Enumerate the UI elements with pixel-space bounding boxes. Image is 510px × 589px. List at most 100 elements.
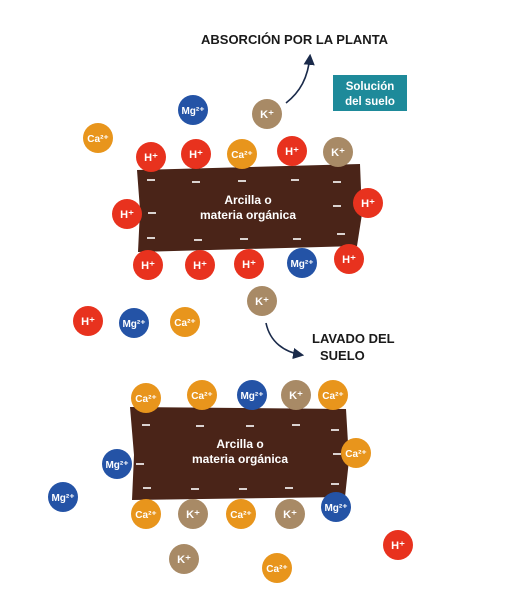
potassium-ion-circle — [178, 499, 208, 529]
calcium-ion-circle — [226, 499, 256, 529]
calcium-ion-label: Ca²⁺ — [135, 394, 156, 405]
potassium-ion-label: K⁺ — [260, 109, 274, 121]
hydrogen-ion: H⁺ — [181, 139, 211, 169]
hydrogen-ion-label: H⁺ — [285, 146, 299, 158]
hydrogen-ion-circle — [73, 306, 103, 336]
negative-charges-top — [147, 179, 345, 241]
hydrogen-ion-label: H⁺ — [242, 259, 256, 271]
clay-bottom-label-line2: materia orgánica — [192, 452, 288, 466]
magnesium-ion-circle — [287, 248, 317, 278]
calcium-ion-label: Ca²⁺ — [345, 449, 366, 460]
leaching-arrow — [265, 322, 305, 360]
magnesium-ion: Mg²⁺ — [237, 380, 267, 410]
magnesium-ion-circle — [321, 492, 351, 522]
calcium-ion: Ca²⁺ — [170, 307, 200, 337]
clay-particle-bottom: Arcilla o materia orgánica — [130, 407, 349, 500]
magnesium-ion-label: Mg²⁺ — [324, 503, 347, 514]
negative-charges-bottom — [136, 424, 341, 490]
magnesium-ion-circle — [102, 449, 132, 479]
magnesium-ion-label: Mg²⁺ — [240, 391, 263, 402]
hydrogen-ion-label: H⁺ — [361, 198, 375, 210]
hydrogen-ion-circle — [133, 250, 163, 280]
calcium-ion-circle — [187, 380, 217, 410]
potassium-ion: K⁺ — [323, 137, 353, 167]
soil-solution-box: Solución del suelo — [333, 75, 407, 111]
potassium-ion-label: K⁺ — [186, 509, 200, 521]
hydrogen-ion-circle — [112, 199, 142, 229]
potassium-ion-circle — [281, 380, 311, 410]
soil-solution-label-line2: del suelo — [345, 96, 395, 108]
hydrogen-ion-circle — [136, 142, 166, 172]
calcium-ion-circle — [318, 380, 348, 410]
potassium-ion-label: K⁺ — [331, 147, 345, 159]
potassium-ion: K⁺ — [247, 286, 277, 316]
potassium-ion-label: K⁺ — [283, 509, 297, 521]
potassium-ion-label: K⁺ — [289, 390, 303, 402]
hydrogen-ion: H⁺ — [383, 530, 413, 560]
magnesium-ion-label: Mg²⁺ — [181, 106, 204, 117]
magnesium-ion-circle — [48, 482, 78, 512]
hydrogen-ion-circle — [185, 250, 215, 280]
magnesium-ion-circle — [119, 308, 149, 338]
hydrogen-ion: H⁺ — [353, 188, 383, 218]
hydrogen-ion: H⁺ — [112, 199, 142, 229]
calcium-ion-circle — [341, 438, 371, 468]
potassium-ion-circle — [275, 499, 305, 529]
potassium-ion-circle — [323, 137, 353, 167]
potassium-ion-circle — [169, 544, 199, 574]
clay-top-label-line2: materia orgánica — [200, 208, 296, 222]
potassium-ion: K⁺ — [169, 544, 199, 574]
calcium-ion-circle — [83, 123, 113, 153]
magnesium-ion-circle — [178, 95, 208, 125]
hydrogen-ion-circle — [234, 249, 264, 279]
potassium-ion: K⁺ — [275, 499, 305, 529]
magnesium-ion-label: Mg²⁺ — [122, 319, 145, 330]
calcium-ion: Ca²⁺ — [227, 139, 257, 169]
magnesium-ion-label: Mg²⁺ — [51, 493, 74, 504]
ions-layer: Mg²⁺ K⁺ Ca²⁺ H⁺ H⁺ Ca²⁺ H⁺ K⁺ H⁺ H⁺ H⁺ H⁺ H⁺ Mg²⁺ H⁺ K⁺… — [48, 95, 413, 583]
hydrogen-ion-circle — [334, 244, 364, 274]
calcium-ion-label: Ca²⁺ — [266, 564, 287, 575]
calcium-ion-label: Ca²⁺ — [87, 134, 108, 145]
hydrogen-ion: H⁺ — [136, 142, 166, 172]
hydrogen-ion-label: H⁺ — [342, 254, 356, 266]
magnesium-ion-label: Mg²⁺ — [105, 460, 128, 471]
calcium-ion-label: Ca²⁺ — [322, 391, 343, 402]
hydrogen-ion: H⁺ — [334, 244, 364, 274]
hydrogen-ion-label: H⁺ — [141, 260, 155, 272]
potassium-ion-circle — [252, 99, 282, 129]
calcium-ion-label: Ca²⁺ — [191, 391, 212, 402]
potassium-ion: K⁺ — [252, 99, 282, 129]
potassium-ion-label: K⁺ — [177, 554, 191, 566]
calcium-ion: Ca²⁺ — [131, 499, 161, 529]
calcium-ion-label: Ca²⁺ — [174, 318, 195, 329]
calcium-ion-label: Ca²⁺ — [230, 510, 251, 521]
hydrogen-ion: H⁺ — [185, 250, 215, 280]
calcium-ion-circle — [227, 139, 257, 169]
hydrogen-ion-label: H⁺ — [189, 149, 203, 161]
magnesium-ion: Mg²⁺ — [48, 482, 78, 512]
clay-top-label-line1: Arcilla o — [224, 193, 271, 207]
hydrogen-ion: H⁺ — [234, 249, 264, 279]
absorption-arrow — [285, 53, 315, 104]
calcium-ion-circle — [131, 499, 161, 529]
magnesium-ion-circle — [237, 380, 267, 410]
hydrogen-ion: H⁺ — [133, 250, 163, 280]
hydrogen-ion-circle — [181, 139, 211, 169]
magnesium-ion: Mg²⁺ — [287, 248, 317, 278]
hydrogen-ion-circle — [353, 188, 383, 218]
leaching-label-line1: LAVADO DEL — [312, 331, 395, 346]
hydrogen-ion-circle — [277, 136, 307, 166]
clay-bottom-label-line1: Arcilla o — [216, 437, 263, 451]
potassium-ion: K⁺ — [281, 380, 311, 410]
calcium-ion-label: Ca²⁺ — [135, 510, 156, 521]
calcium-ion-circle — [262, 553, 292, 583]
soil-solution-label-line1: Solución — [346, 81, 395, 93]
hydrogen-ion-label: H⁺ — [120, 209, 134, 221]
magnesium-ion: Mg²⁺ — [102, 449, 132, 479]
hydrogen-ion: H⁺ — [277, 136, 307, 166]
hydrogen-ion: H⁺ — [73, 306, 103, 336]
magnesium-ion: Mg²⁺ — [178, 95, 208, 125]
hydrogen-ion-label: H⁺ — [391, 540, 405, 552]
